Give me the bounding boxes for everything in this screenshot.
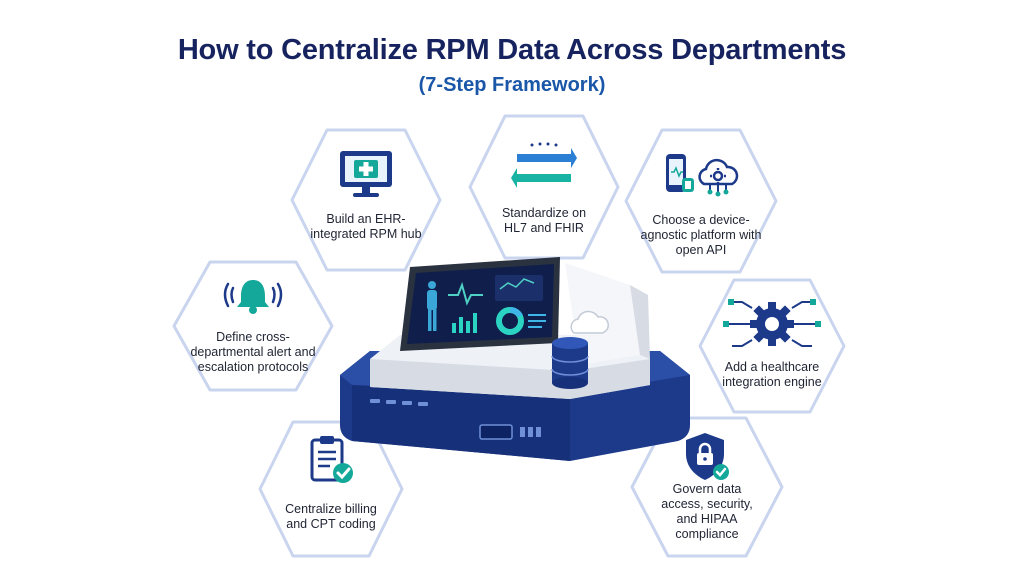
step-hexagon-hipaa-governance: Govern data access, security, and HIPAA … [628, 414, 786, 560]
page-subtitle: (7-Step Framework) [418, 74, 606, 96]
exchange-arrows-icon [511, 142, 577, 188]
clipboard-check-icon [310, 436, 353, 483]
step-hexagon-ehr-hub: Build an EHR-integrated RPM hub [288, 126, 444, 274]
step-label-integration-engine: Add a healthcare integration engine [722, 360, 822, 389]
step-hexagon-integration-engine: Add a healthcare integration engine [696, 276, 848, 416]
alert-bell-icon [223, 280, 283, 314]
step-hexagon-device-agnostic: Choose a device-agnostic platform with o… [622, 126, 780, 276]
step-label-alert-protocols: Define cross-departmental alert and esca… [190, 330, 316, 374]
page-title: How to Centralize RPM Data Across Depart… [177, 34, 847, 66]
monitor-medical-cross-icon [340, 151, 392, 197]
step-label-device-agnostic: Choose a device-agnostic platform with o… [640, 213, 762, 257]
step-hexagon-alert-protocols: Define cross-departmental alert and esca… [170, 258, 336, 394]
step-label-hipaa-governance: Govern data access, security, and HIPAA … [661, 482, 753, 541]
step-label-billing-cpt: Centralize billing and CPT coding [285, 502, 377, 531]
step-label-ehr-hub: Build an EHR-integrated RPM hub [310, 212, 422, 241]
integration-gear-icon [723, 299, 821, 347]
step-hexagon-hl7-fhir: Standardize on HL7 and FHIR [466, 112, 622, 262]
device-cloud-icon [666, 154, 739, 197]
shield-lock-icon [686, 433, 729, 480]
step-hexagon-billing-cpt: Centralize billing and CPT coding [256, 418, 406, 560]
step-label-hl7-fhir: Standardize on HL7 and FHIR [501, 206, 587, 235]
central-rpm-hub-device-illustration [340, 257, 690, 461]
